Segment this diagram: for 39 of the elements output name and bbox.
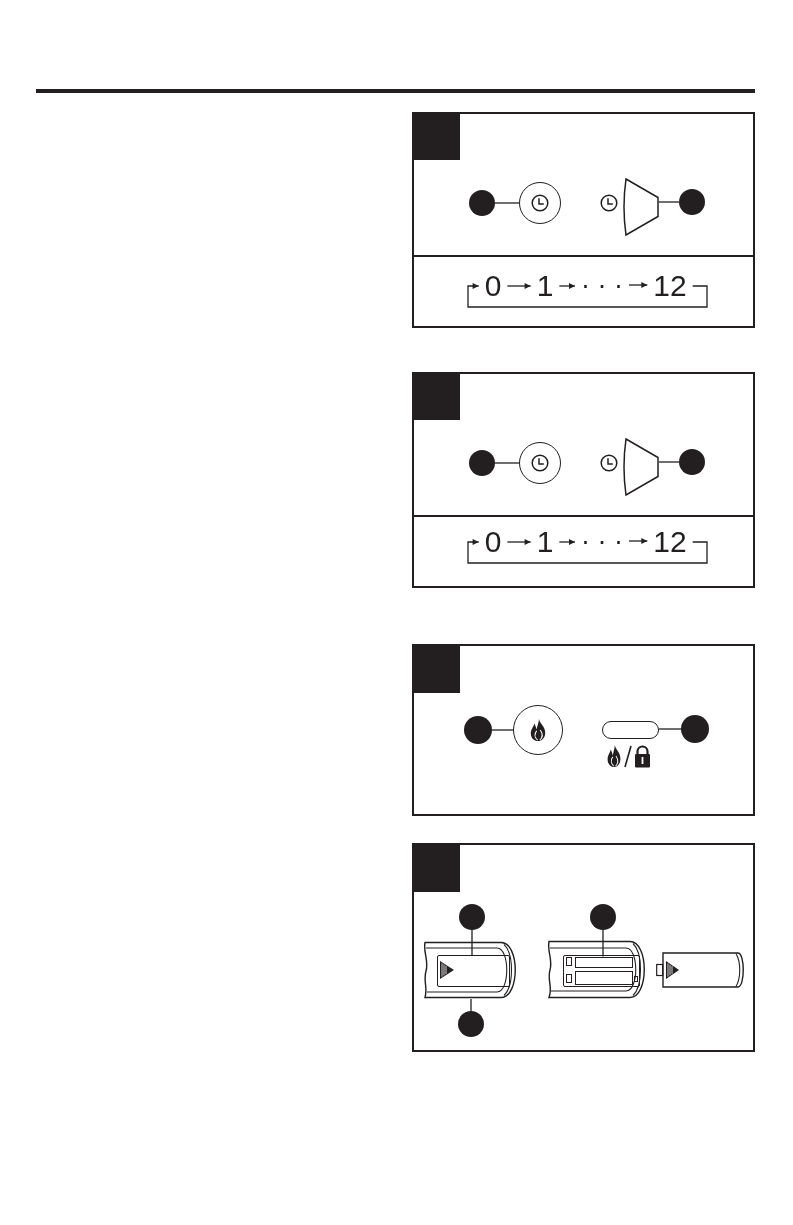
callout-dot: [464, 716, 492, 744]
display-number: 12: [650, 271, 690, 301]
callout-dot: [679, 189, 705, 215]
callout-dot: [459, 904, 485, 930]
callout-dot: [458, 1011, 484, 1037]
callout-dot: [679, 449, 705, 475]
display-number: 0: [481, 527, 505, 557]
flame-button: [513, 705, 563, 755]
display-number: 12: [650, 527, 690, 557]
leader-line: [602, 929, 604, 958]
leader-line: [658, 461, 680, 463]
leader-line: [494, 462, 520, 464]
leader-line: [471, 929, 473, 956]
display-ellipsis: · · ·: [578, 271, 626, 299]
callout-dot: [590, 904, 616, 930]
arrow: [506, 539, 532, 545]
callout-dot: [469, 450, 495, 476]
display-number: 1: [533, 527, 557, 557]
arrow: [467, 283, 708, 308]
battery: [574, 956, 633, 968]
leader-line: [658, 201, 680, 203]
arrow: [558, 539, 576, 545]
arrow: [558, 283, 576, 289]
leader-line: [491, 729, 514, 731]
arrow: [506, 283, 532, 289]
battery-cover: [437, 955, 510, 987]
callout-dot: [469, 190, 495, 216]
battery-compartment: [563, 955, 640, 987]
battery: [574, 970, 633, 985]
callout-dot: [681, 715, 709, 743]
arrow: [628, 538, 648, 544]
leader-line: [658, 728, 682, 730]
leader-line: [494, 202, 520, 204]
display-number: 0: [481, 271, 505, 301]
arrow: [467, 539, 708, 564]
leader-line: [470, 998, 472, 1012]
arrow: [628, 282, 648, 288]
display-ellipsis: · · ·: [578, 527, 626, 555]
display-number: 1: [533, 271, 557, 301]
